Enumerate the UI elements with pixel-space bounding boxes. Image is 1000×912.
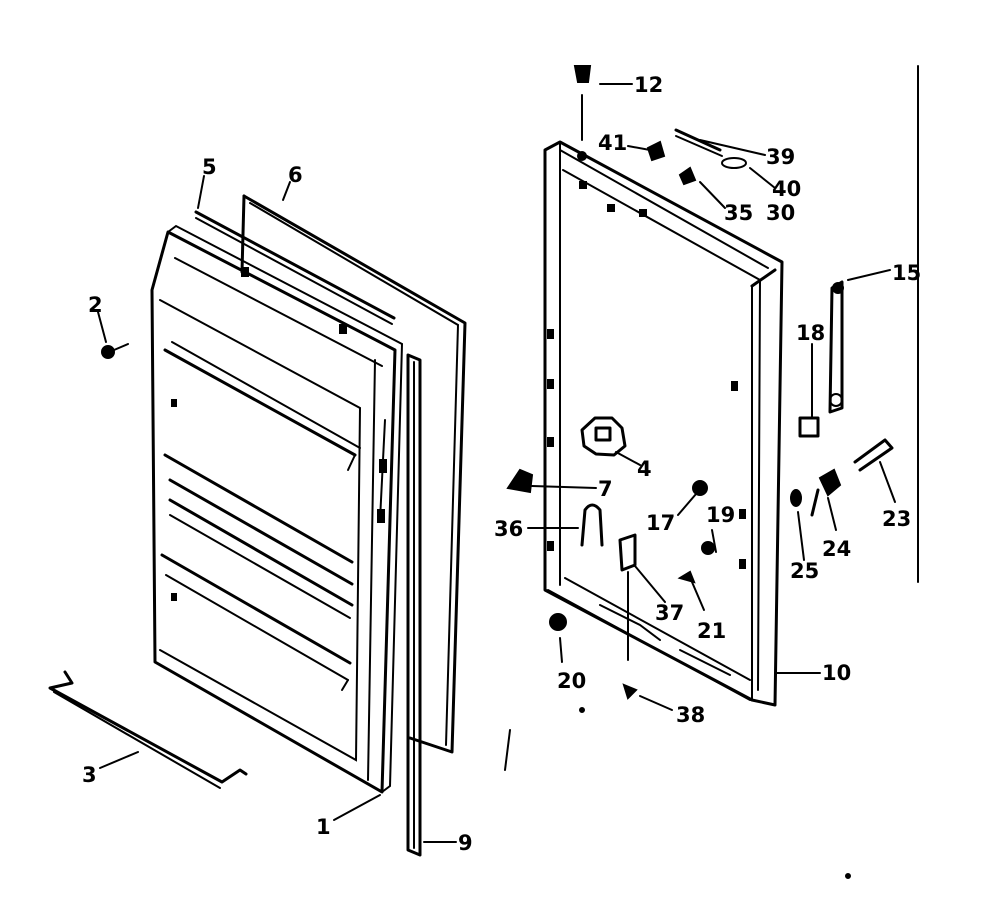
bracket-37 bbox=[618, 533, 637, 661]
screw-38 bbox=[622, 683, 638, 700]
stop-7 bbox=[506, 468, 534, 494]
callout-40: 40 bbox=[772, 177, 801, 201]
knob-4 bbox=[580, 416, 627, 457]
callout-9: 9 bbox=[458, 831, 473, 855]
callout-2: 2 bbox=[88, 293, 103, 317]
callout-41: 41 bbox=[598, 131, 627, 155]
callout-18: 18 bbox=[796, 321, 825, 345]
callout-21: 21 bbox=[697, 619, 726, 643]
callout-39: 39 bbox=[766, 145, 795, 169]
hinge-24 bbox=[810, 468, 842, 517]
callout-10: 10 bbox=[822, 661, 851, 685]
handle-15 bbox=[828, 280, 844, 414]
callouts: 12 41 39 40 35 30 15 18 4 7 36 17 19 37 … bbox=[82, 73, 921, 855]
side-strip bbox=[406, 353, 422, 857]
callout-7: 7 bbox=[598, 477, 613, 501]
callout-30: 30 bbox=[766, 201, 795, 225]
callout-17: 17 bbox=[646, 511, 675, 535]
screw-17 bbox=[692, 480, 708, 496]
screw-19 bbox=[701, 541, 715, 555]
leader-lines bbox=[97, 83, 896, 843]
callout-1: 1 bbox=[316, 815, 331, 839]
callout-12: 12 bbox=[634, 73, 663, 97]
plug-20 bbox=[549, 613, 567, 631]
callout-20: 20 bbox=[557, 669, 586, 693]
pin-23 bbox=[853, 438, 894, 472]
callout-38: 38 bbox=[676, 703, 705, 727]
spring-36 bbox=[580, 503, 604, 547]
screw-21 bbox=[677, 570, 696, 584]
hinge-assembly bbox=[646, 128, 747, 186]
screw-2 bbox=[101, 343, 129, 359]
callout-37: 37 bbox=[655, 601, 684, 625]
callout-4: 4 bbox=[637, 457, 652, 481]
outer-door-panel bbox=[543, 140, 784, 707]
breaker-strip bbox=[194, 210, 396, 325]
callout-6: 6 bbox=[288, 163, 303, 187]
callout-23: 23 bbox=[882, 507, 911, 531]
callout-36: 36 bbox=[494, 517, 523, 541]
callout-3: 3 bbox=[82, 763, 97, 787]
door-liner bbox=[150, 224, 404, 794]
callout-25: 25 bbox=[790, 559, 819, 583]
callout-24: 24 bbox=[822, 537, 851, 561]
callout-19: 19 bbox=[706, 503, 735, 527]
callout-35: 35 bbox=[724, 201, 753, 225]
callout-15: 15 bbox=[892, 261, 921, 285]
door-gasket bbox=[240, 194, 467, 754]
handle-rod bbox=[48, 670, 248, 789]
callout-5: 5 bbox=[202, 155, 217, 179]
pin-25 bbox=[790, 489, 802, 507]
bracket-18 bbox=[798, 416, 820, 438]
cap-12 bbox=[573, 65, 592, 161]
guide-lines bbox=[504, 65, 919, 879]
